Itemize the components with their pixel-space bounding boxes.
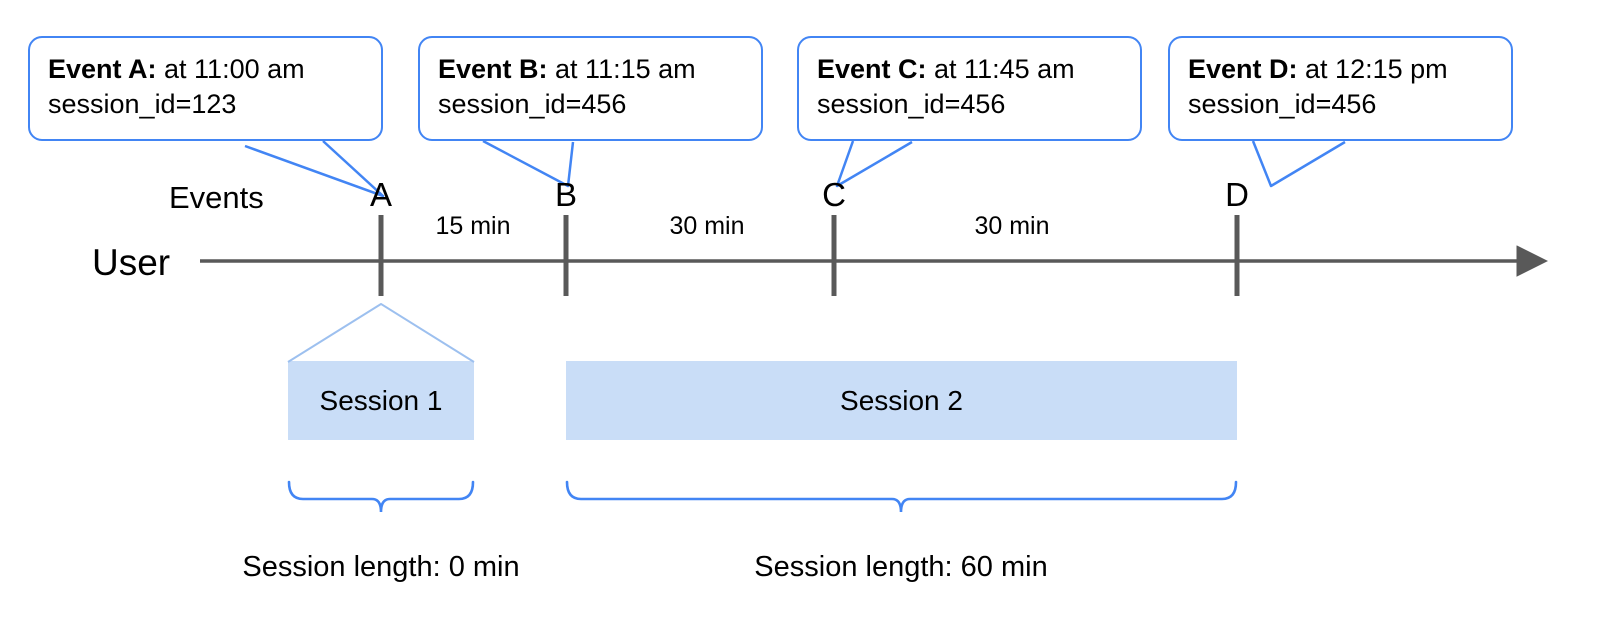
session-2-brace xyxy=(565,480,1238,513)
callout-tail-d xyxy=(1251,140,1346,188)
callout-d-time: at 12:15 pm xyxy=(1297,54,1448,84)
session-1-brace xyxy=(287,480,475,513)
marker-label-b: B xyxy=(554,176,578,213)
session-2-length-label: Session length: 60 min xyxy=(754,551,1048,583)
session-bar-2: Session 2 xyxy=(566,361,1237,440)
session-1-label: Session 1 xyxy=(319,384,443,416)
callout-b-title: Event B: xyxy=(438,54,548,84)
callout-b-line1: Event B: at 11:15 am xyxy=(438,52,743,87)
marker-label-a: A xyxy=(369,176,393,213)
marker-label-d: D xyxy=(1225,176,1249,213)
callout-d-line2: session_id=456 xyxy=(1188,89,1377,120)
callout-a-title: Event A: xyxy=(48,54,157,84)
session-2-label: Session 2 xyxy=(840,384,963,416)
callout-b-time: at 11:15 am xyxy=(547,54,696,84)
session-bar-1: Session 1 xyxy=(288,361,474,440)
gap-label-c-d: 30 min xyxy=(974,212,1050,240)
callout-event-b: Event B: at 11:15 am session_id=456 xyxy=(418,36,763,141)
callout-tail-a xyxy=(244,140,385,198)
callout-b-line2: session_id=456 xyxy=(438,89,627,120)
events-row-label: Events xyxy=(169,180,264,215)
callout-c-line2: session_id=456 xyxy=(817,89,1006,120)
callout-a-line1: Event A: at 11:00 am xyxy=(48,52,363,87)
callout-event-a: Event A: at 11:00 am session_id=123 xyxy=(28,36,383,141)
callout-event-d: Event D: at 12:15 pm session_id=456 xyxy=(1168,36,1513,141)
callout-event-c: Event C: at 11:45 am session_id=456 xyxy=(797,36,1142,141)
callout-c-time: at 11:45 am xyxy=(926,54,1075,84)
callout-d-title: Event D: xyxy=(1188,54,1298,84)
user-row-label: User xyxy=(92,242,171,283)
gap-label-b-c: 30 min xyxy=(669,212,745,240)
callout-c-line1: Event C: at 11:45 am xyxy=(817,52,1122,87)
callout-a-time: at 11:00 am xyxy=(156,54,305,84)
session-1-tent-connector xyxy=(287,303,475,363)
callout-a-line2: session_id=123 xyxy=(48,89,237,120)
callout-c-title: Event C: xyxy=(817,54,927,84)
callout-tail-c xyxy=(835,140,913,188)
session-1-length-label: Session length: 0 min xyxy=(242,551,520,583)
gap-label-a-b: 15 min xyxy=(435,212,511,240)
callout-d-line1: Event D: at 12:15 pm xyxy=(1188,52,1493,87)
marker-label-c: C xyxy=(822,176,846,213)
callout-tail-b xyxy=(482,139,575,188)
